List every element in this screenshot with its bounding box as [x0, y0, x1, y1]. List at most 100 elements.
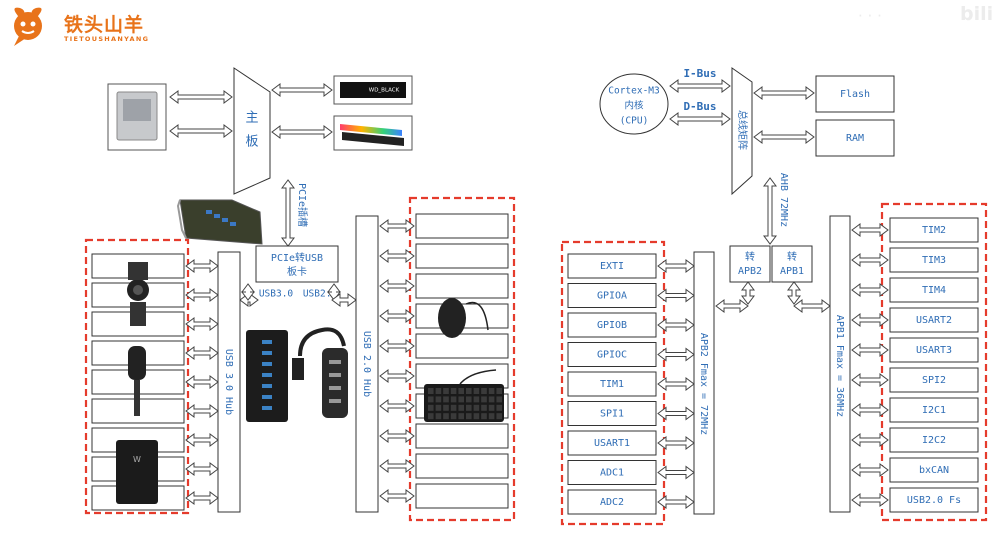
apb1-peripheral-label: I2C1	[922, 405, 946, 416]
keyboard-key-icon	[481, 396, 487, 403]
apb1-peripheral-label: I2C2	[922, 435, 946, 446]
hub-port-icon	[329, 386, 341, 390]
apb1-bridge-link	[793, 299, 831, 313]
cpu-label-1: Cortex-M3	[608, 86, 659, 97]
apb1-peripheral-label: USART2	[916, 315, 952, 326]
apb2-peripheral-box	[567, 401, 657, 426]
pcie-card-label: PCIe转USB	[271, 251, 323, 264]
usb2-device-slot	[415, 423, 509, 449]
cpu-core	[599, 73, 669, 135]
apb2-peripheral-arrow	[657, 406, 695, 421]
keyboard-key-icon	[428, 396, 434, 403]
mainboard-ssd-arrow	[271, 83, 333, 97]
keyboard-key-icon	[488, 396, 495, 403]
keyboard-key-icon	[466, 396, 472, 403]
usb2-device-arrow	[379, 429, 415, 443]
keyboard-key-icon	[496, 404, 502, 411]
apb1-peripheral-box	[889, 217, 979, 243]
ram-stick-icon	[342, 132, 404, 146]
keyboard-key-icon	[473, 396, 480, 403]
usb2-device-arrow	[379, 279, 415, 293]
apb2-bus-bar	[693, 251, 715, 515]
apb2-peripheral-box	[567, 430, 657, 456]
cpu-label-2: 内核	[624, 100, 644, 112]
dbus-label: D-Bus	[683, 100, 716, 113]
keyboard-key-icon	[481, 388, 487, 394]
usb2-port-label: USB2.0	[303, 289, 338, 300]
mainboard-block	[233, 67, 271, 195]
keyboard-key-icon	[443, 388, 449, 394]
usb2-device-slot	[415, 453, 509, 479]
apb1-bus-bar	[829, 215, 851, 513]
ssd-icon	[340, 82, 406, 98]
keyboard-key-icon	[481, 404, 487, 411]
apb2-peripheral-arrow	[657, 377, 695, 391]
keyboard-key-icon	[473, 404, 480, 411]
apb2-bridge-label-2: APB2	[738, 266, 762, 277]
apb2-bridge-link	[715, 299, 749, 313]
apb1-bus-label: APB1 Fmax = 36MHz	[834, 315, 845, 417]
apb1-peripheral-arrow	[851, 223, 889, 237]
usb3-device-arrow	[185, 375, 219, 389]
apb2-peripheral-label: SPI1	[600, 409, 624, 420]
hub-port-icon	[262, 351, 272, 355]
apb1-peripheral-arrow	[851, 253, 889, 267]
flash-block	[815, 75, 895, 113]
keyboard-key-icon	[488, 388, 495, 394]
keyboard-key-icon	[458, 388, 464, 394]
usb-plug-icon	[292, 358, 304, 380]
microphone-icon	[128, 346, 146, 380]
apb1-peripheral-arrow	[851, 343, 889, 357]
apb2-bridge-label-1: 转	[745, 250, 755, 263]
usb2-device-slot	[415, 333, 509, 359]
ibus-label: I-Bus	[683, 67, 716, 80]
apb2-peripheral-arrow	[657, 288, 695, 303]
usb-hub-cable-icon	[298, 327, 346, 357]
usb2-device-slot	[415, 213, 509, 239]
usb2-device-arrow	[379, 489, 415, 503]
cpu-chip-die-icon	[123, 99, 151, 121]
apb1-peripheral-box	[889, 487, 979, 513]
apb2-peripheral-box	[567, 312, 657, 338]
usb3-device-arrow	[185, 433, 219, 447]
usb2-device-arrow	[379, 219, 415, 233]
usb3-device-arrow	[185, 346, 219, 360]
flash-arrow	[753, 86, 815, 100]
apb2-peripheral-arrow	[657, 259, 695, 273]
cpu-mainboard-arrow	[169, 124, 233, 138]
keyboard-key-icon	[496, 388, 502, 394]
cpu-mainboard-arrow	[169, 90, 233, 104]
keyboard-key-icon	[466, 404, 472, 411]
apb2-peripheral-box	[567, 283, 657, 308]
keyboard-key-icon	[428, 413, 434, 420]
apb1-peripheral-arrow	[851, 373, 889, 387]
ibus-arrow	[669, 79, 731, 93]
usb2-hub-bar	[355, 215, 379, 513]
usb-hub-4port-icon	[322, 348, 348, 418]
apb1-peripheral-label: TIM3	[922, 255, 946, 266]
apb1-peripheral-arrow	[851, 403, 889, 417]
usb2-device-arrow	[379, 309, 415, 323]
usb-port-icon	[214, 214, 220, 218]
ahb-arrow	[763, 177, 777, 245]
apb1-peripherals-highlight	[880, 202, 988, 522]
dbus-arrow	[669, 112, 731, 126]
apb1-peripheral-box	[889, 367, 979, 393]
keyboard-key-icon	[466, 413, 472, 420]
apb1-peripheral-label: USB2.0 Fs	[907, 495, 961, 506]
keyboard-key-icon	[450, 413, 457, 420]
keyboard-key-icon	[488, 413, 495, 420]
usb2-device-arrow	[379, 339, 415, 353]
apb2-peripheral-arrow	[657, 347, 695, 362]
brand-logo: 铁头山羊 TIETOUSHANYANG	[6, 4, 166, 50]
apb1-peripheral-label: bxCAN	[919, 465, 949, 476]
keyboard-key-icon	[481, 413, 487, 420]
usb3-device-arrow	[185, 404, 219, 418]
hub-port-icon	[262, 340, 272, 344]
bus-matrix-label: 总线矩阵	[736, 110, 749, 150]
goat-head-logo-icon	[14, 7, 42, 46]
keyboard-key-icon	[435, 388, 442, 394]
usb3-device-arrow	[185, 462, 219, 476]
apb2-peripheral-arrow	[657, 436, 695, 450]
external-hdd-icon	[116, 440, 158, 504]
